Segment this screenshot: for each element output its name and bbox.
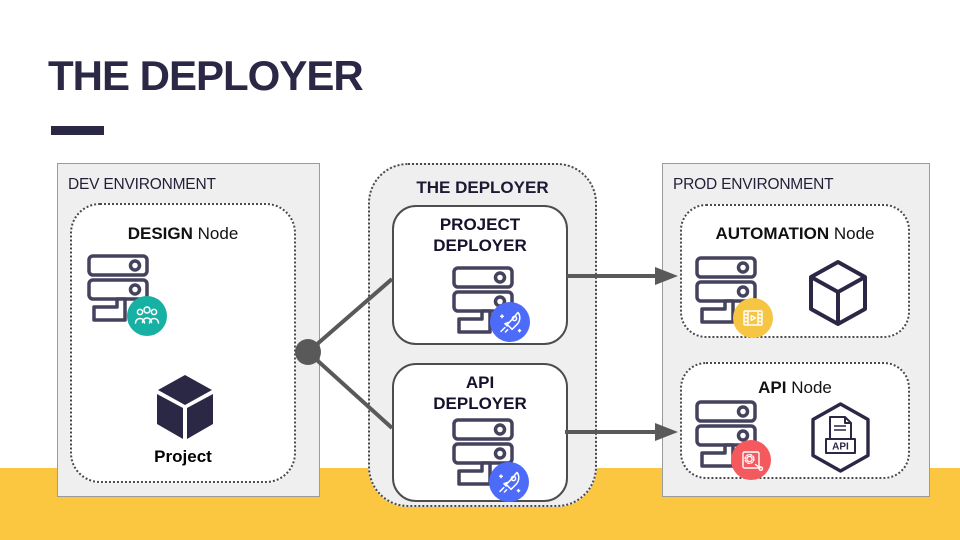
design-node-title: DESIGN Node bbox=[70, 224, 296, 244]
automation-node-title-rest: Node bbox=[829, 224, 875, 243]
project-label: Project bbox=[154, 447, 212, 466]
project-deployer-label: PROJECT DEPLOYER bbox=[392, 214, 568, 256]
automation-node-title: AUTOMATION Node bbox=[680, 224, 910, 244]
page-title: THE DEPLOYER bbox=[48, 52, 364, 99]
server-stack-icon bbox=[695, 400, 757, 468]
automation-cube-icon bbox=[809, 260, 867, 326]
api-deployer-line2: DEPLOYER bbox=[433, 394, 527, 413]
media-badge bbox=[733, 298, 773, 338]
automation-node-title-bold: AUTOMATION bbox=[715, 224, 830, 243]
api-deployer-label: API DEPLOYER bbox=[392, 372, 568, 414]
title-underline bbox=[51, 126, 104, 135]
the-deployer-label: THE DEPLOYER bbox=[416, 178, 549, 197]
api-node-title-bold: API bbox=[758, 378, 787, 397]
server-stack-icon bbox=[87, 254, 149, 322]
design-node-title-bold: DESIGN bbox=[127, 224, 193, 243]
design-node-box bbox=[70, 203, 296, 483]
project-cube-icon bbox=[157, 375, 213, 439]
project-deployer-line2: DEPLOYER bbox=[433, 236, 527, 255]
rocket-badge bbox=[490, 302, 530, 342]
gear-app-icon bbox=[742, 451, 764, 471]
services-badge bbox=[731, 440, 771, 480]
api-node-title: API Node bbox=[680, 378, 910, 398]
filmstrip-play-icon bbox=[743, 310, 763, 326]
rocket-icon bbox=[498, 471, 521, 493]
users-group-badge bbox=[127, 296, 167, 336]
project-deployer-line1: PROJECT bbox=[439, 215, 521, 234]
server-stack-icon bbox=[695, 256, 757, 324]
api-deployer-line1: API bbox=[465, 373, 495, 392]
api-node-title-rest: Node bbox=[786, 378, 832, 397]
server-stack-icon bbox=[452, 418, 514, 486]
dev-environment-label: DEV ENVIRONMENT bbox=[68, 176, 216, 193]
design-node-title-rest: Node bbox=[192, 224, 239, 243]
rocket-icon bbox=[499, 311, 522, 333]
api-hexagon-label: API bbox=[832, 442, 849, 453]
prod-environment-label: PROD ENVIRONMENT bbox=[673, 176, 834, 193]
rocket-badge bbox=[489, 462, 529, 502]
users-group-icon bbox=[134, 306, 160, 324]
api-hexagon-icon: API bbox=[811, 402, 870, 473]
